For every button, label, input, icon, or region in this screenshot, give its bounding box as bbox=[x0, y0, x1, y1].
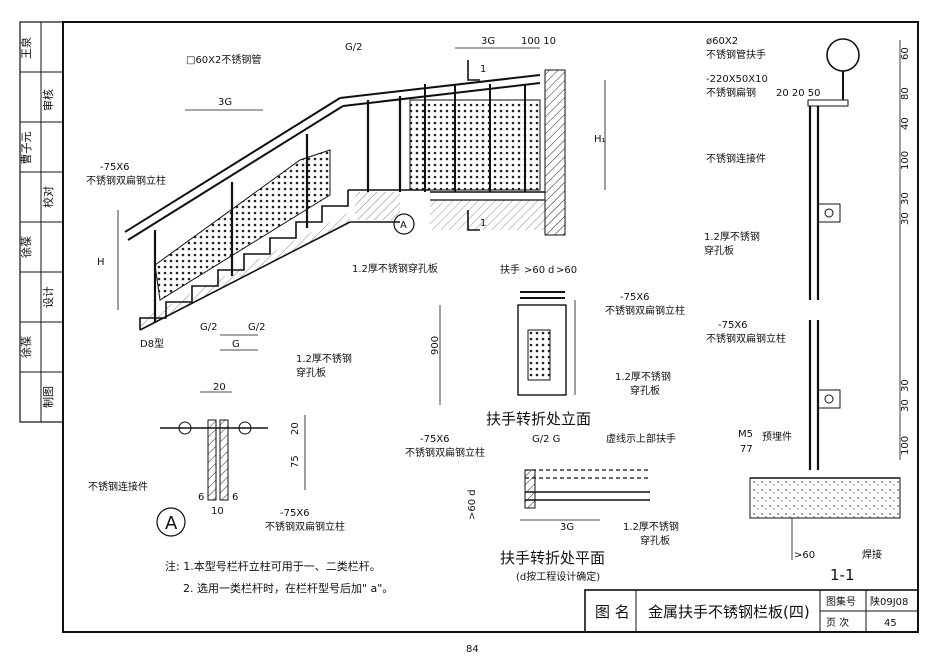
dim-75: 75 bbox=[290, 455, 301, 468]
label-flat-post-b5: 不锈钢双扁钢立柱 bbox=[706, 332, 786, 345]
label-flat-a: -220X50X10 bbox=[706, 74, 768, 85]
dim-20-b: 20 bbox=[290, 422, 301, 435]
title-block bbox=[584, 589, 919, 633]
label-perf-plate-4a: 1.2厚不锈钢 bbox=[623, 520, 679, 533]
label-pipe-b: 不锈钢管扶手 bbox=[706, 48, 766, 61]
dim-gt60-top2: >60 bbox=[556, 265, 577, 276]
label-perf-plate: 1.2厚不锈钢穿孔板 bbox=[352, 262, 438, 275]
label-flat-post-b4: 不锈钢双扁钢立柱 bbox=[405, 446, 485, 459]
label-flat-post-a: -75X6 bbox=[100, 162, 130, 173]
dim-gt60-top: >60 bbox=[524, 265, 545, 276]
dim-r30-b: 30 bbox=[900, 212, 911, 225]
stair-elevation bbox=[117, 47, 606, 351]
dim-g2-top: G/2 bbox=[345, 42, 362, 53]
label-handrail: 扶手 bbox=[500, 263, 520, 276]
title-block-name-label: 图 名 bbox=[595, 603, 630, 621]
cut-mark-top: 1 bbox=[480, 64, 486, 75]
label-perf-plate-5a: 1.2厚不锈钢 bbox=[704, 230, 760, 243]
dim-g2-b: G/2 bbox=[248, 322, 265, 333]
m5-bottom: 77 bbox=[740, 444, 753, 455]
dim-10: 10 bbox=[211, 506, 224, 517]
label-perf-plate-3a: 1.2厚不锈钢 bbox=[615, 370, 671, 383]
label-perf-plate-1: 1.2厚不锈钢 bbox=[296, 352, 352, 365]
label-flat-post-a5: -75X6 bbox=[718, 320, 748, 331]
note-1: 注: 1.本型号栏杆立柱可用于一、二类栏杆。 bbox=[165, 559, 381, 573]
note-2: 2. 选用一类栏杆时，在栏杆型号后加" a"。 bbox=[183, 581, 393, 595]
label-perf-plate-2: 穿孔板 bbox=[296, 366, 326, 379]
dim-6-b: 6 bbox=[232, 492, 238, 503]
label-weld: 焊接 bbox=[862, 548, 882, 561]
m5-top: M5 bbox=[738, 429, 753, 440]
title-block-page: 45 bbox=[884, 618, 897, 629]
label-embedded: 预埋件 bbox=[762, 431, 792, 443]
label-perf-plate-5b: 穿孔板 bbox=[704, 244, 734, 257]
dim-20-a: 20 bbox=[213, 382, 226, 393]
dim-3g-top: 3G bbox=[481, 36, 495, 47]
section-1-1 bbox=[749, 38, 901, 560]
dim-gt60-sec: >60 bbox=[794, 550, 815, 561]
dim-r60: 60 bbox=[900, 47, 911, 60]
title-section: 1-1 bbox=[830, 566, 855, 584]
dim-r30-c: 30 bbox=[900, 379, 911, 392]
signature-strip: 审核 王泉 校对 曹子元 设计 徐葆 制图 徐葆 bbox=[19, 21, 64, 423]
label-pipe-a: ø60X2 bbox=[706, 36, 738, 47]
dim-6-a: 6 bbox=[198, 492, 204, 503]
dim-r30-d: 30 bbox=[900, 399, 911, 412]
dim-r100-b: 100 bbox=[900, 436, 911, 455]
dim-gt60d: >60 d bbox=[467, 489, 478, 520]
label-flat-b: 不锈钢扁钢 bbox=[706, 86, 756, 99]
page-number: 84 bbox=[466, 644, 479, 655]
label-dashed-note: 虚线示上部扶手 bbox=[606, 432, 676, 445]
role-drawing: 制图 bbox=[42, 386, 55, 408]
label-flat-post-a3: -75X6 bbox=[620, 292, 650, 303]
name-proofread: 曹子元 bbox=[20, 132, 33, 165]
label-perf-plate-3b: 穿孔板 bbox=[630, 384, 660, 397]
label-d8-type: D8型 bbox=[140, 337, 164, 350]
title-elevation: 扶手转折处立面 bbox=[486, 410, 591, 428]
dim-r100-a: 100 bbox=[900, 151, 911, 170]
dim-h: H bbox=[97, 257, 105, 268]
label-flat-post-a2: -75X6 bbox=[280, 508, 310, 519]
label-flat-post-b2: 不锈钢双扁钢立柱 bbox=[265, 520, 345, 533]
dim-g2g: G/2 G bbox=[532, 434, 560, 445]
label-perf-plate-4b: 穿孔板 bbox=[640, 534, 670, 547]
name-review: 王泉 bbox=[19, 37, 33, 59]
role-proofread: 校对 bbox=[41, 186, 55, 208]
role-design: 设计 bbox=[42, 286, 55, 308]
title-plan: 扶手转折处平面 bbox=[500, 549, 605, 567]
turn-elevation bbox=[439, 291, 576, 405]
label-flat-post-a4: -75X6 bbox=[420, 434, 450, 445]
dim-3g-plan: 3G bbox=[560, 522, 574, 533]
cut-mark-bottom: 1 bbox=[480, 218, 486, 229]
dim-h1: H₁ bbox=[594, 134, 606, 145]
dim-3g: 3G bbox=[218, 97, 232, 108]
dim-r30-a: 30 bbox=[900, 192, 911, 205]
name-design: 徐葆 bbox=[19, 236, 33, 258]
label-connector-2: 不锈钢连接件 bbox=[706, 152, 766, 165]
label-tube-main: □60X2不锈钢管 bbox=[186, 53, 261, 66]
name-drawing: 徐葆 bbox=[19, 336, 33, 358]
label-connector: 不锈钢连接件 bbox=[88, 480, 148, 493]
dim-20-20-50: 20 20 50 bbox=[776, 88, 821, 99]
dim-r40: 40 bbox=[900, 117, 911, 130]
dim-d-top: d bbox=[548, 265, 554, 276]
dim-900: 900 bbox=[430, 336, 441, 355]
label-flat-post-b: 不锈钢双扁钢立柱 bbox=[86, 174, 166, 187]
dim-g: G bbox=[232, 339, 240, 350]
title-block-atlas-label: 图集号 bbox=[826, 595, 856, 608]
label-flat-post-b3: 不锈钢双扁钢立柱 bbox=[605, 304, 685, 317]
title-block-page-label: 页 次 bbox=[826, 616, 849, 629]
dim-100-10: 100 10 bbox=[521, 36, 556, 47]
dim-g2-a: G/2 bbox=[200, 322, 217, 333]
dim-r80: 80 bbox=[900, 87, 911, 100]
role-review: 审核 bbox=[41, 89, 55, 111]
callout-a-small: A bbox=[400, 220, 407, 231]
detail-a bbox=[156, 391, 306, 537]
plan-note: (d按工程设计确定) bbox=[516, 570, 600, 583]
callout-a-large: A bbox=[165, 513, 178, 534]
title-block-name: 金属扶手不锈钢栏板(四) bbox=[648, 603, 810, 621]
turn-plan bbox=[520, 469, 650, 521]
title-block-atlas: 陕09J08 bbox=[870, 595, 908, 608]
